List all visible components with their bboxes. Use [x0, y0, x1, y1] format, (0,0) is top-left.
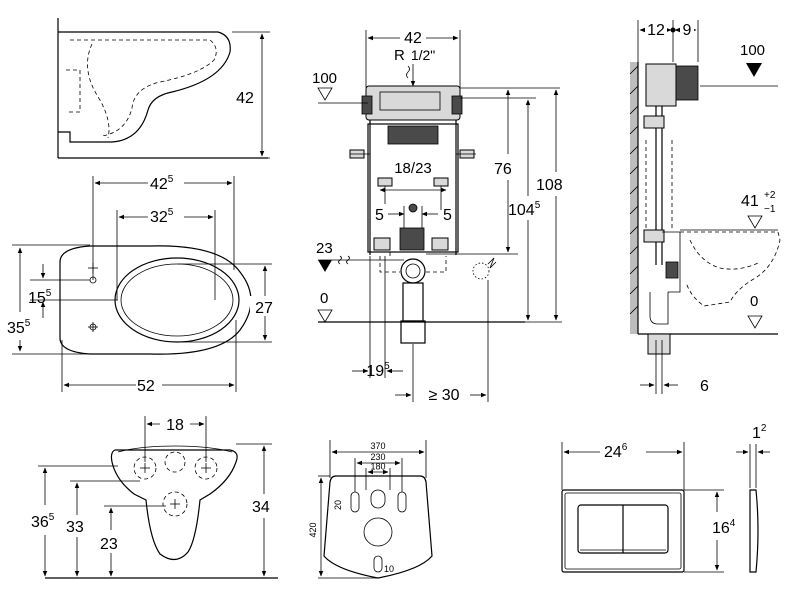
dim-min-30: ≥ 30	[428, 387, 459, 404]
wc-side-view: 42	[57, 18, 270, 159]
level-41-label: 41	[741, 193, 759, 210]
dim-36-5-height: 365	[31, 512, 55, 531]
dim-42-frame-width: 42	[404, 30, 422, 47]
dim-33-height: 33	[66, 519, 84, 536]
dim-52-length: 52	[137, 378, 155, 395]
dim-18-spacing: 18	[166, 417, 184, 434]
mounting-template: 370 230 180 420 20 10	[308, 440, 433, 579]
dim-370: 370	[370, 441, 385, 451]
dim-9: 9	[683, 22, 692, 39]
dim-230: 230	[370, 452, 385, 462]
dim-180: 180	[370, 462, 385, 472]
dim-32-5-width: 325	[150, 207, 174, 226]
wc-plan-view: 425 325 52 155 355 27	[7, 172, 278, 395]
tolerance-plus: +2	[764, 190, 776, 201]
dim-27-height: 27	[255, 300, 273, 317]
dim-420: 420	[308, 522, 318, 537]
dim-76-height: 76	[494, 161, 512, 178]
frame-side-section: 12 9 100 41 +2 −1 0 6	[629, 20, 781, 395]
dim-34-height: 34	[252, 499, 270, 516]
dim-42-5-width: 425	[150, 174, 174, 193]
dim-24-6-width: 246	[604, 442, 628, 461]
dim-5-right: 5	[443, 207, 452, 224]
dim-6: 6	[700, 378, 709, 395]
tolerance-minus: −1	[764, 204, 776, 215]
level-0-side-label: 0	[750, 293, 758, 310]
dim-10: 10	[384, 564, 394, 574]
dim-15-5-depth: 155	[28, 288, 52, 307]
level-0-frame-label: 0	[320, 290, 328, 307]
level-23-label: 23	[316, 240, 333, 257]
dim-42-height: 42	[236, 90, 254, 107]
dim-18-23: 18/23	[394, 160, 432, 177]
dim-19-5: 195	[366, 361, 390, 380]
dim-108-height: 108	[536, 177, 563, 194]
dim-104-5-height: 1045	[508, 200, 541, 219]
dim-16-4-height: 164	[712, 518, 736, 537]
flush-plate: 246 164 12	[561, 423, 770, 573]
dim-12: 12	[647, 22, 665, 39]
dim-23-height: 23	[100, 536, 118, 553]
dim-35-5-depth: 355	[7, 318, 31, 337]
dim-20: 20	[333, 500, 343, 510]
level-100-label: 100	[312, 70, 337, 87]
dim-1-2-thickness: 12	[752, 423, 767, 442]
wc-front-view: 18 365 33 23 34	[31, 413, 278, 579]
level-100-side-label: 100	[740, 42, 765, 59]
dim-5-left: 5	[375, 207, 384, 224]
